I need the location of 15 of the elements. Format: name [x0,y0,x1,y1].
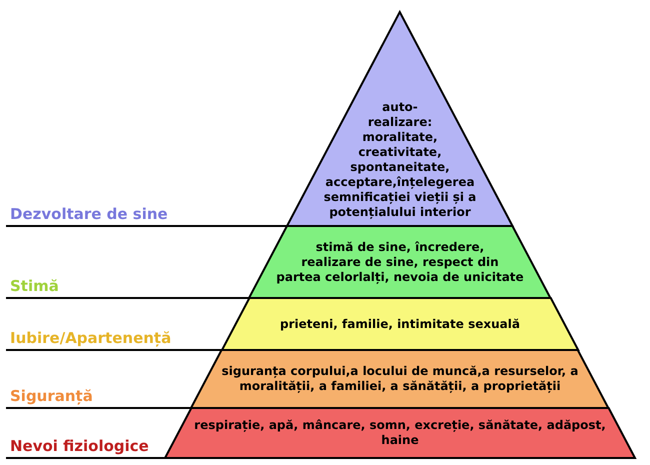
level-label: Siguranță [10,387,93,405]
level-description: prieteni, familie, intimitate sexuală [279,316,521,332]
level-label: Stimă [10,277,59,295]
pyramid-level [249,226,551,298]
level-label: Nevoi fiziologice [10,437,149,455]
level-description: auto- realizare: moralitate, creativitate, spontaneitate, acceptare,înțelegerea semnificației vieții și a potențialului interior [322,100,478,220]
level-description: siguranța corpului,a locului de muncă,a resurselor, a moralității, a familiei, a sănătății, a proprietății [220,364,580,394]
level-description: respirație, apă, mâncare, somn, excreție, sănătate, adăpost, haine [193,418,607,448]
level-label: Dezvoltare de sine [10,205,168,223]
pyramid-level [222,298,578,350]
pyramid-level [165,408,635,458]
level-label: Iubire/Apartenență [10,329,172,347]
pyramid-level [191,350,609,408]
level-description: stimă de sine, încredere, realizare de sine, respect din partea celorlalți, nevoia de unicitate [275,240,525,284]
pyramid-level [287,12,513,226]
